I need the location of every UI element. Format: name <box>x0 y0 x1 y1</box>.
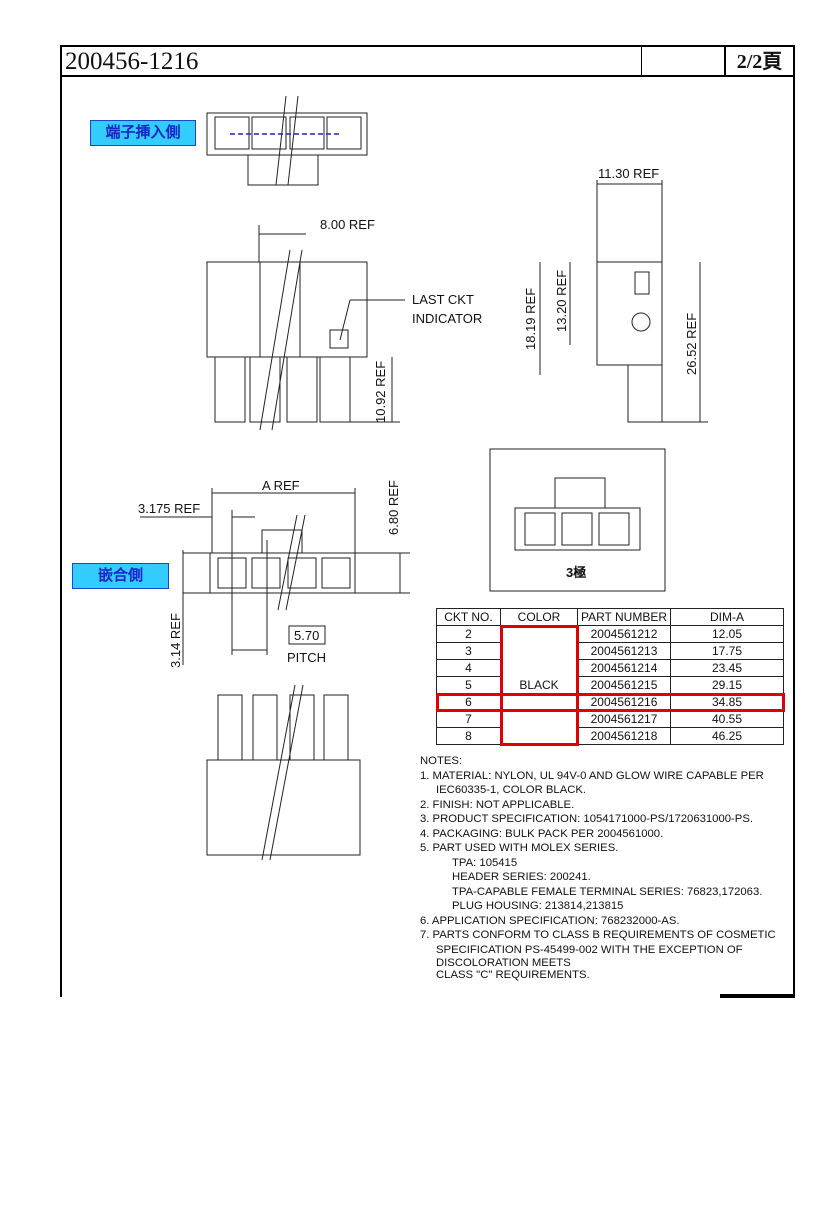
dim-cell: 46.25 <box>670 727 784 745</box>
dim-cell: 12.05 <box>670 625 784 643</box>
mating-side-label: 嵌合側 <box>72 563 169 589</box>
note-7: 7. PARTS CONFORM TO CLASS B REQUIREMENTS… <box>420 929 776 941</box>
drawing-number: 200456-1216 <box>62 47 642 75</box>
note-2: 2. FINISH: NOT APPLICABLE. <box>420 798 575 811</box>
frame-left <box>60 77 62 997</box>
pitch-value: 5.70 <box>294 628 319 643</box>
title-blank-cell <box>642 47 726 75</box>
part-cell: 2004561218 <box>577 727 671 745</box>
header-ckt: CKT NO. <box>436 608 501 626</box>
notes-title: NOTES: <box>420 755 463 767</box>
three-pole-label: 3極 <box>566 565 586 580</box>
terminal-insertion-side-label: 端子挿入側 <box>90 120 196 146</box>
mating-view <box>140 488 410 665</box>
dim-cell: 17.75 <box>670 642 784 660</box>
header-dim-a: DIM-A <box>670 608 784 626</box>
technical-drawing: 8.00 REF LAST CKT INDICATOR 10.92 REF 11… <box>138 95 708 861</box>
ckt-cell: 5 <box>436 676 501 694</box>
dim-6-80-ref: 6.80 REF <box>386 480 401 535</box>
note-7c: DISCOLORATION MEETS <box>436 957 571 969</box>
dim-18-19-ref: 18.19 REF <box>523 288 538 350</box>
dim-3-14-ref: 3.14 REF <box>168 613 183 668</box>
dim-3-175-ref: 3.175 REF <box>138 501 200 516</box>
note-3: 3. PRODUCT SPECIFICATION: 1054171000-PS/… <box>420 813 754 825</box>
part-cell: 2004561213 <box>577 642 671 660</box>
part-cell: 2004561216 <box>577 693 671 711</box>
dim-26-52-ref: 26.52 REF <box>684 313 699 375</box>
dim-cell: 40.55 <box>670 710 784 728</box>
note-5b: HEADER SERIES: 200241. <box>452 871 591 883</box>
part-cell: 2004561217 <box>577 710 671 728</box>
frame-bottom-bar <box>720 994 795 998</box>
dim-cell: 34.85 <box>670 693 784 711</box>
header-part-number: PART NUMBER <box>577 608 671 626</box>
indicator-label: INDICATOR <box>412 311 482 326</box>
color-cell: BLACK <box>499 624 579 746</box>
dim-cell: 29.15 <box>670 676 784 694</box>
note-7b: SPECIFICATION PS-45499-002 WITH THE EXCE… <box>436 943 743 956</box>
note-1: 1. MATERIAL: NYLON, UL 94V-0 AND GLOW WI… <box>420 769 764 797</box>
three-pole-view <box>489 448 666 592</box>
ckt-cell: 2 <box>436 625 501 643</box>
ckt-cell: 3 <box>436 642 501 660</box>
note-7d: CLASS "C" REQUIREMENTS. <box>436 969 590 981</box>
ckt-cell: 4 <box>436 659 501 677</box>
part-cell: 2004561212 <box>577 625 671 643</box>
bottom-view <box>206 684 361 861</box>
pitch-label: PITCH <box>287 650 326 665</box>
side-view <box>539 180 708 423</box>
ckt-cell: 7 <box>436 710 501 728</box>
note-6: 6. APPLICATION SPECIFICATION: 768232000-… <box>420 914 680 927</box>
note-5a: TPA: 105415 <box>452 856 518 869</box>
note-5d: PLUG HOUSING: 213814,213815 <box>452 900 624 912</box>
front-view <box>206 225 405 431</box>
note-5c: TPA-CAPABLE FEMALE TERMINAL SERIES: 7682… <box>452 885 763 898</box>
note-4: 4. PACKAGING: BULK PACK PER 2004561000. <box>420 827 664 840</box>
ckt-cell: 6 <box>436 693 501 711</box>
note-5: 5. PART USED WITH MOLEX SERIES. <box>420 842 619 854</box>
page-number: 2/2頁 <box>736 51 783 73</box>
ckt-cell: 8 <box>436 727 501 745</box>
title-block: 200456-1216 2/2頁 <box>60 45 795 77</box>
header-color: COLOR <box>500 608 578 626</box>
part-cell: 2004561215 <box>577 676 671 694</box>
dim-8-00-ref: 8.00 REF <box>320 217 375 232</box>
dim-10-92-ref: 10.92 REF <box>373 361 388 423</box>
dim-11-30-ref: 11.30 REF <box>598 166 659 181</box>
last-ckt-label: LAST CKT <box>412 292 474 307</box>
frame-right <box>793 77 795 997</box>
table-header-row: CKT NO. COLOR PART NUMBER DIM-A <box>436 608 784 626</box>
dim-a-ref: A REF <box>262 478 300 493</box>
dim-cell: 23.45 <box>670 659 784 677</box>
part-cell: 2004561214 <box>577 659 671 677</box>
dim-13-20-ref: 13.20 REF <box>554 270 569 332</box>
notes-section: NOTES: 1. MATERIAL: NYLON, UL 94V-0 AND … <box>420 754 800 981</box>
top-view <box>206 95 368 186</box>
